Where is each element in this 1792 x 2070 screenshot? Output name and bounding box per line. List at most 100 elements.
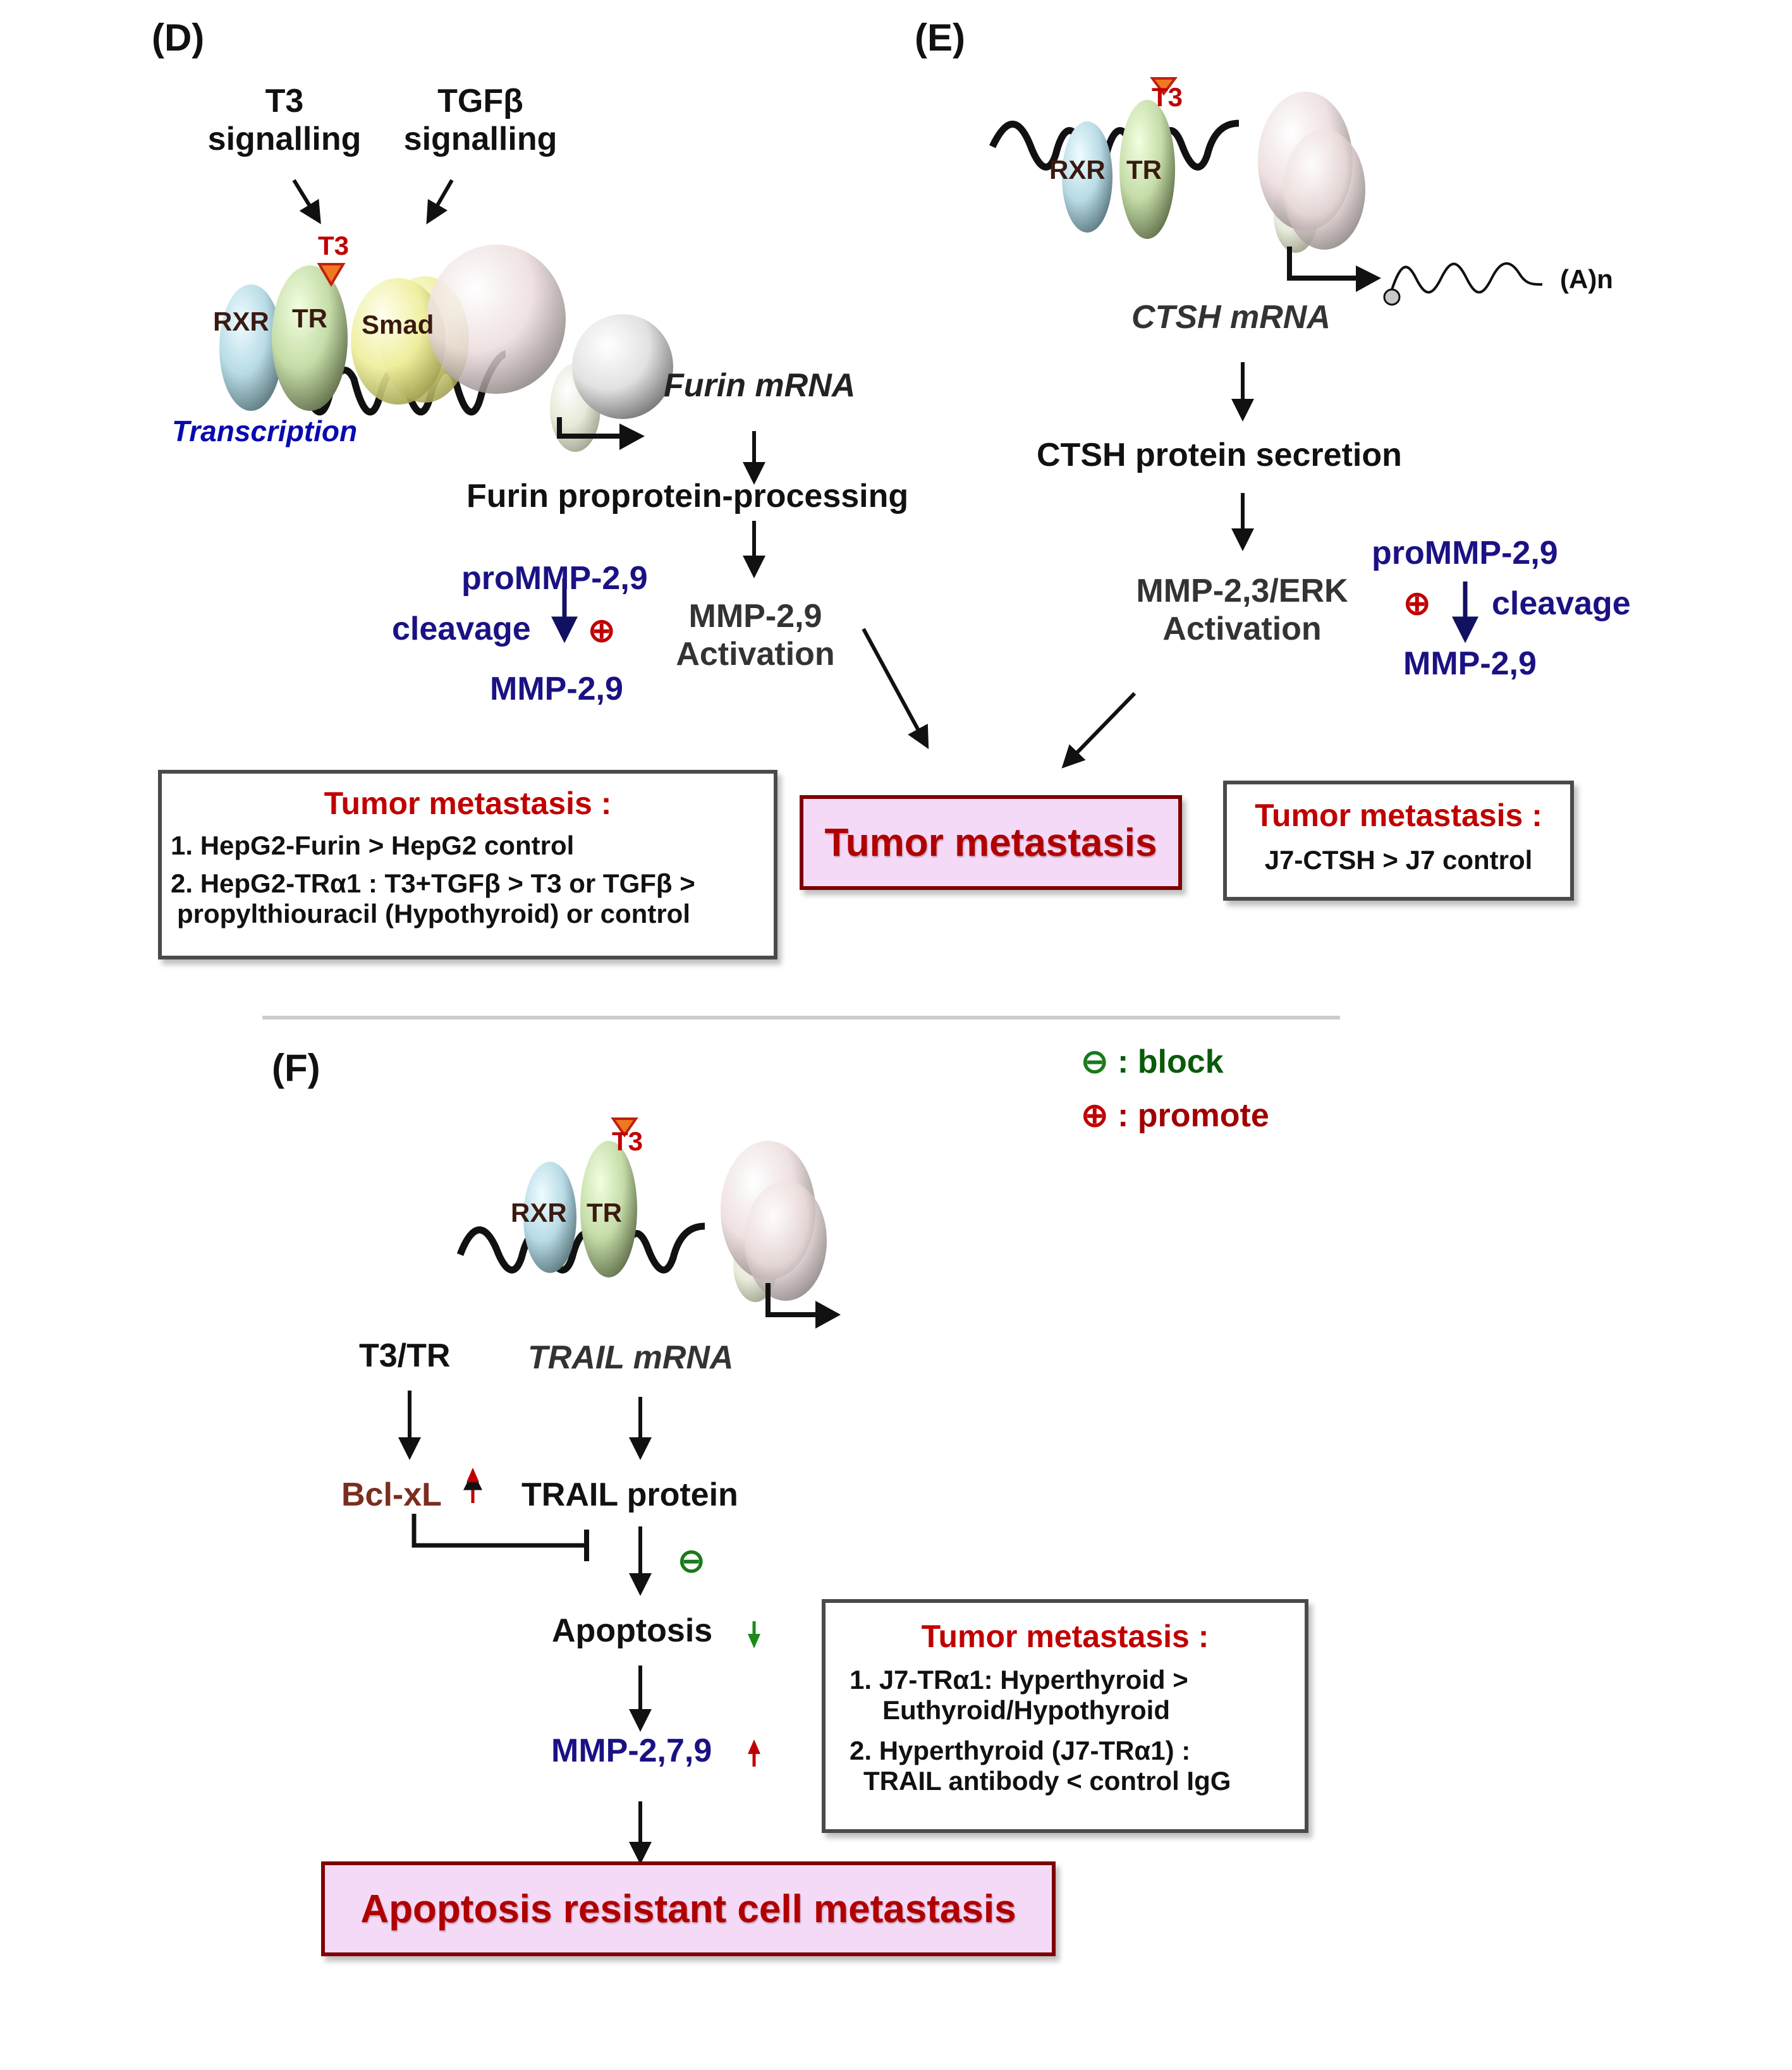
t3-ligand-triangle-e [1150, 77, 1178, 96]
mmp-up-arrowhead [748, 1739, 760, 1754]
ctsh-mrna-label: CTSH mRNA [1131, 299, 1331, 336]
polya-tail-label: (A)n [1560, 264, 1613, 294]
rxr-protein-f [523, 1162, 576, 1273]
apoptosis-down-arrowhead [748, 1634, 760, 1648]
mmp-activation-line1-d: MMP-2,9 [688, 598, 822, 635]
mmp-activation-line2-d: Activation [676, 636, 835, 673]
tss-arrowhead-f [815, 1301, 841, 1329]
erk-activation-line1: MMP-2,3/ERK [1136, 573, 1348, 609]
evidence-line-d-2: 2. HepG2-TRα1 : T3+TGFβ > T3 or TGFβ > [171, 868, 695, 898]
mmp-279-label: MMP-2,7,9 [551, 1732, 712, 1769]
evidence-box-d: Tumor metastasis : 1. HepG2-Furin > HepG… [158, 770, 777, 959]
cofactor-pink2-f [745, 1181, 827, 1301]
evidence-line-f-4: TRAIL antibody < control IgG [863, 1766, 1231, 1796]
panel-label-f: (F) [272, 1047, 320, 1089]
evidence-line-f-1: 1. J7-TRα1: Hyperthyroid > [850, 1665, 1188, 1695]
panel-f-graphics [398, 1117, 841, 1865]
tgfb-signal-arrow [426, 179, 454, 224]
tr-label-f: TR [587, 1198, 622, 1227]
tss-arrow-e [1287, 247, 1359, 281]
mmp-product-label-e: MMP-2,9 [1403, 645, 1537, 682]
rxr-protein-d [219, 284, 283, 411]
apoptosis-resistant-outcome-label: Apoptosis resistant cell metastasis [360, 1887, 1016, 1931]
tss-arrow-d [557, 417, 623, 439]
transcription-label: Transcription [172, 415, 358, 447]
rxr-label-d: RXR [213, 307, 269, 336]
prommp-label-e: proMMP-2,9 [1372, 535, 1558, 571]
furin-processing-label: Furin proprotein-processing [466, 478, 909, 514]
t3-ligand-triangle-f [611, 1117, 638, 1138]
evidence-title-e: Tumor metastasis : [1255, 798, 1542, 833]
smad-label-d: Smad [362, 310, 434, 339]
evidence-line-f-2: Euthyroid/Hypothyroid [882, 1695, 1170, 1725]
bcl-inhibition-line [411, 1514, 585, 1548]
legend-block-label: : block [1118, 1044, 1224, 1080]
evidence-title-d: Tumor metastasis : [324, 786, 612, 821]
mmp-product-label-d: MMP-2,9 [490, 671, 623, 707]
tgfb-signalling-line2: signalling [403, 121, 558, 157]
evidence-line-d-3: propylthiouracil (Hypothyroid) or contro… [177, 899, 690, 928]
promote-sign-icon: ⊕ [1081, 1097, 1109, 1134]
t3-signalling-label: T3 signalling [190, 82, 379, 158]
trail-mrna-label: TRAIL mRNA [528, 1339, 734, 1376]
tr-protein-d [272, 265, 348, 411]
tss-arrowhead-d [619, 423, 645, 450]
arrow-erk-activation-to-metastasis [1061, 691, 1137, 769]
tr-label-d: TR [292, 303, 327, 333]
block-sign-icon: ⊖ [1081, 1044, 1109, 1080]
furin-mrna-label: Furin mRNA [664, 367, 856, 404]
panel-label-d: (D) [152, 16, 205, 59]
arrow-mmp-activation-to-metastasis [862, 628, 929, 750]
panel-label-e: (E) [915, 16, 965, 59]
cleavage-label-e: cleavage [1492, 585, 1631, 622]
legend-promote: ⊕ : promote [1081, 1097, 1269, 1135]
apoptosis-label: Apoptosis [552, 1612, 713, 1649]
block-sign-f: ⊖ [678, 1543, 705, 1580]
mrna-cap-icon [1383, 288, 1401, 306]
evidence-line-d-1: 1. HepG2-Furin > HepG2 control [171, 831, 575, 860]
evidence-line-f-3: 2. Hyperthyroid (J7-TRα1) : [850, 1736, 1191, 1765]
prommp-label-d: proMMP-2,9 [461, 560, 648, 597]
bcl-xl-label: Bcl-xL [341, 1476, 442, 1513]
evidence-line-e-1: J7-CTSH > J7 control [1264, 845, 1533, 875]
ctsh-secretion-label: CTSH protein secretion [1037, 437, 1402, 473]
cleavage-label-d: cleavage [392, 611, 531, 647]
mrna-tail [1391, 262, 1543, 294]
smad-protein-d [351, 278, 446, 405]
cofactor-white-d [572, 314, 673, 419]
dna-helix-e [989, 119, 1240, 171]
tr-protein-e [1119, 100, 1175, 239]
t3-signal-arrow [292, 179, 321, 224]
legend-promote-label: : promote [1118, 1097, 1269, 1134]
tr-protein-f [580, 1141, 637, 1277]
evidence-box-f: Tumor metastasis : 1. J7-TRα1: Hyperthyr… [822, 1599, 1308, 1833]
apoptosis-resistant-outcome: Apoptosis resistant cell metastasis [321, 1861, 1056, 1956]
panel-e-graphics [989, 77, 1543, 769]
rxr-protein-e [1062, 121, 1112, 233]
tgfb-signalling-label: TGFβ signalling [386, 82, 575, 158]
tr-label-e: TR [1126, 155, 1162, 185]
mmp-activation-label-d: MMP-2,9 Activation [657, 597, 853, 673]
erk-activation-line2: Activation [1162, 611, 1322, 647]
erk-activation-label: MMP-2,3/ERK Activation [1112, 572, 1372, 648]
tumor-metastasis-outcome: Tumor metastasis [800, 795, 1182, 890]
t3-ligand-label-d: T3 [318, 231, 350, 260]
evidence-box-e: Tumor metastasis : J7-CTSH > J7 control [1223, 781, 1574, 901]
promote-sign-e: ⊕ [1403, 585, 1431, 622]
bcl-up-arrowhead [466, 1468, 479, 1482]
cofactor-pink-d [427, 245, 566, 394]
tumor-metastasis-outcome-label: Tumor metastasis [824, 820, 1157, 865]
t3-signalling-line1: T3 [265, 83, 304, 119]
tss-arrow-f [765, 1283, 819, 1317]
t3-ligand-label-e: T3 [1152, 82, 1183, 112]
rxr-label-e: RXR [1049, 155, 1106, 185]
tss-arrowhead-e [1356, 265, 1381, 292]
evidence-title-f: Tumor metastasis : [921, 1619, 1209, 1654]
t3tr-label: T3/TR [359, 1337, 451, 1374]
trail-protein-label: TRAIL protein [521, 1476, 738, 1513]
tgfb-signalling-line1: TGFβ [437, 83, 523, 119]
cofactor-pink2-e [1283, 130, 1365, 250]
rxr-label-f: RXR [511, 1198, 567, 1227]
t3-ligand-triangle-d [317, 263, 346, 287]
